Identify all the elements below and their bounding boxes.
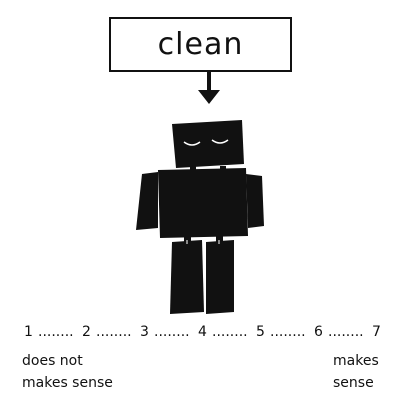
robot-figure-icon (136, 120, 264, 314)
high-anchor-line-1: makes (333, 353, 379, 369)
scale-point-6[interactable]: 6 (314, 324, 323, 340)
scale-point-7[interactable]: 7 (372, 324, 381, 340)
scale-separator: ........ (96, 324, 132, 340)
scale-point-2[interactable]: 2 (82, 324, 91, 340)
scale-separator: ........ (154, 324, 190, 340)
scale-point-4[interactable]: 4 (198, 324, 207, 340)
scale-point-5[interactable]: 5 (256, 324, 265, 340)
prompt-word-box: clean (109, 17, 292, 72)
high-anchor-label: makes sense (333, 350, 379, 394)
low-anchor-label: does not makes sense (22, 350, 113, 394)
down-arrow-icon (198, 72, 220, 104)
low-anchor-line-1: does not (22, 353, 83, 369)
scale-separator: ........ (38, 324, 74, 340)
scale-separator: ........ (212, 324, 248, 340)
rating-scale: 1 ........ 2 ........ 3 ........ 4 .....… (24, 324, 384, 344)
high-anchor-line-2: sense (333, 375, 374, 391)
scale-point-1[interactable]: 1 (24, 324, 33, 340)
low-anchor-line-2: makes sense (22, 375, 113, 391)
scale-separator: ........ (328, 324, 364, 340)
scale-separator: ........ (270, 324, 306, 340)
prompt-word: clean (157, 26, 244, 62)
scale-point-3[interactable]: 3 (140, 324, 149, 340)
